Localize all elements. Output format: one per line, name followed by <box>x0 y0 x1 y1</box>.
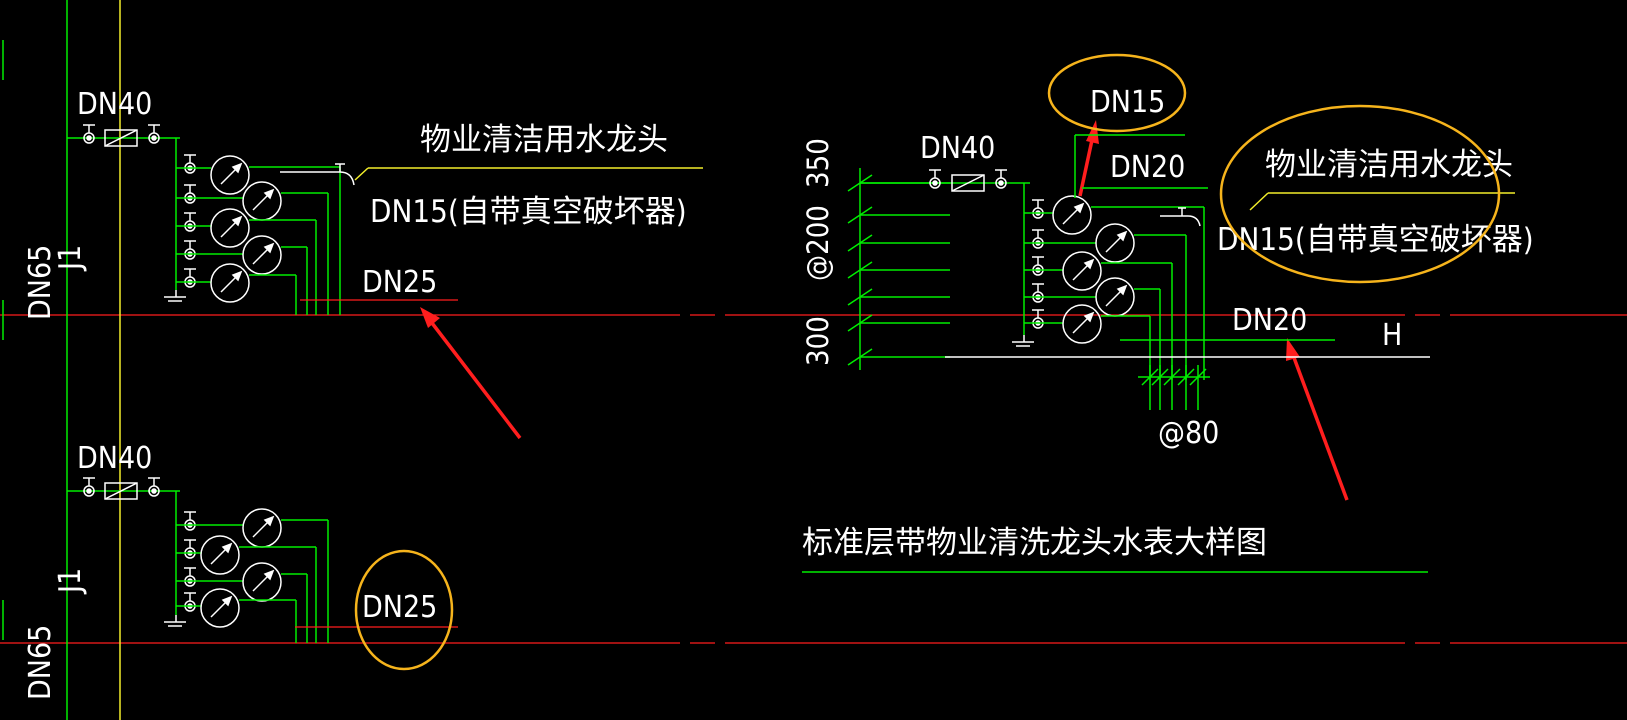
detail-caption: 标准层带物业清洗龙头水表大样图 <box>802 525 1267 561</box>
elevation-mark-label: H <box>1382 318 1402 353</box>
riser-code-label: J1 <box>53 245 88 272</box>
water-meter-icon <box>176 181 329 315</box>
lower-branch-size-label: DN25 <box>362 590 437 625</box>
water-meter-icon <box>176 508 329 643</box>
water-meter-icon <box>1024 223 1187 380</box>
dim-top-label: 350 <box>801 138 835 188</box>
water-meter-icon <box>176 154 341 315</box>
dim-spacing-label: @200 <box>801 205 835 281</box>
arrow-detail-dn15 <box>1078 139 1094 197</box>
floor-lines <box>0 314 1627 644</box>
highlight-circle-lower-dn25 <box>354 549 454 671</box>
water-meter-icon <box>176 263 297 315</box>
water-meter-icon <box>1024 251 1173 380</box>
water-meter-icon <box>176 588 297 643</box>
faucet-icon <box>280 163 355 186</box>
riser-size-label: DN65 <box>23 245 58 320</box>
detail-bottom-size-label: DN20 <box>1232 303 1307 338</box>
dim-bottom-label: 300 <box>801 316 835 366</box>
lower-riser-code-label: J1 <box>53 568 88 595</box>
detail-dn15-label: DN15 <box>1090 85 1165 120</box>
highlight-circle-faucet-note <box>1219 104 1501 284</box>
detail-faucet-size-label: DN15(自带真空破坏器) <box>1217 222 1534 258</box>
detail-branch-size-label: DN20 <box>1110 150 1185 185</box>
faucet-title-label: 物业清洁用水龙头 <box>420 122 668 158</box>
highlight-circle-dn15 <box>1047 53 1187 133</box>
detail-faucet-title-label: 物业清洁用水龙头 <box>1265 147 1513 183</box>
left-riser <box>2 0 186 720</box>
upper-inlet-size-label: DN40 <box>77 87 152 122</box>
water-meter-icon <box>176 235 308 315</box>
detail-inlet-size-label: DN40 <box>920 131 995 166</box>
upper-meter-group <box>67 124 186 302</box>
detail-drawing <box>802 134 1515 573</box>
annotation-arrows <box>420 120 1349 501</box>
upper-branch-size-label: DN25 <box>362 265 437 300</box>
arrow-dn25 <box>430 321 522 440</box>
water-meter-icon <box>176 562 308 643</box>
check-valve-icon <box>104 482 138 500</box>
pipe-spacing-label: @80 <box>1158 416 1219 451</box>
water-meter-icon <box>1024 195 1205 380</box>
lower-riser-size-label: DN65 <box>23 625 58 700</box>
water-meter-icon <box>176 208 317 315</box>
lower-meter-group <box>67 477 458 628</box>
lower-inlet-size-label: DN40 <box>77 441 152 476</box>
faucet-size-label: DN15(自带真空破坏器) <box>370 194 687 230</box>
arrow-detail-dn20 <box>1291 354 1349 501</box>
water-meter-icon <box>1024 304 1151 380</box>
check-valve-icon <box>104 129 138 147</box>
water-meters <box>176 154 1205 643</box>
check-valve-icon <box>951 174 985 192</box>
water-meter-icon <box>1024 277 1161 380</box>
